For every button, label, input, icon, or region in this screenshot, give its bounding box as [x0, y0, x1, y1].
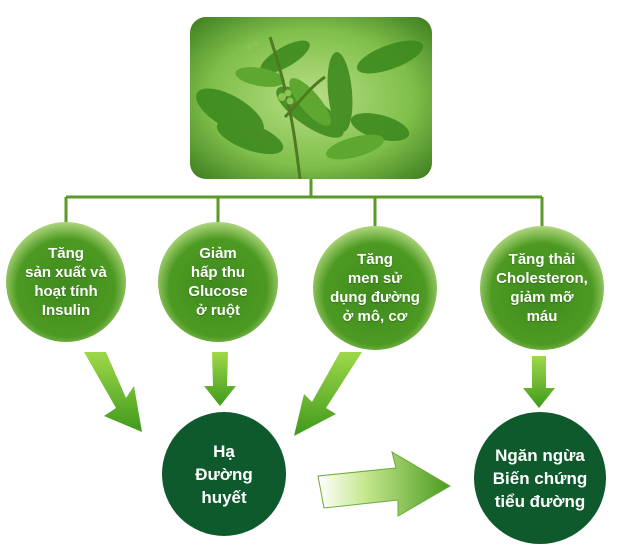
arrow-down-icon	[204, 352, 236, 406]
arrow-down-left-icon	[294, 352, 362, 436]
outcome-lower-blood-sugar: Hạ Đường huyết	[162, 412, 286, 536]
outcome-lower-blood-sugar-text: Hạ Đường huyết	[195, 441, 253, 507]
benefit-glucose-text: Giảm hấp thu Glucose ở ruột	[188, 245, 248, 319]
benefit-insulin: Tăng sản xuất và hoạt tính Insulin	[6, 222, 126, 342]
arrow-right-icon	[317, 450, 451, 517]
plant-photo	[190, 17, 432, 179]
outcome-prevent-complications: Ngăn ngừa Biến chứng tiểu đường	[474, 412, 606, 544]
outcome-prevent-complications-text: Ngăn ngừa Biến chứng tiểu đường	[492, 445, 588, 511]
benefit-cholesterol-text: Tăng thải Cholesteron, giảm mỡ máu	[496, 251, 588, 325]
benefit-enzyme: Tăng men sử dụng đường ở mô, cơ	[313, 226, 437, 350]
benefit-enzyme-text: Tăng men sử dụng đường ở mô, cơ	[330, 251, 420, 325]
benefit-cholesterol: Tăng thải Cholesteron, giảm mỡ máu	[480, 226, 604, 350]
arrow-down-right-icon	[84, 352, 142, 432]
benefit-glucose-absorption: Giảm hấp thu Glucose ở ruột	[158, 222, 278, 342]
arrow-down-icon	[523, 356, 555, 408]
benefit-insulin-text: Tăng sản xuất và hoạt tính Insulin	[25, 245, 107, 319]
